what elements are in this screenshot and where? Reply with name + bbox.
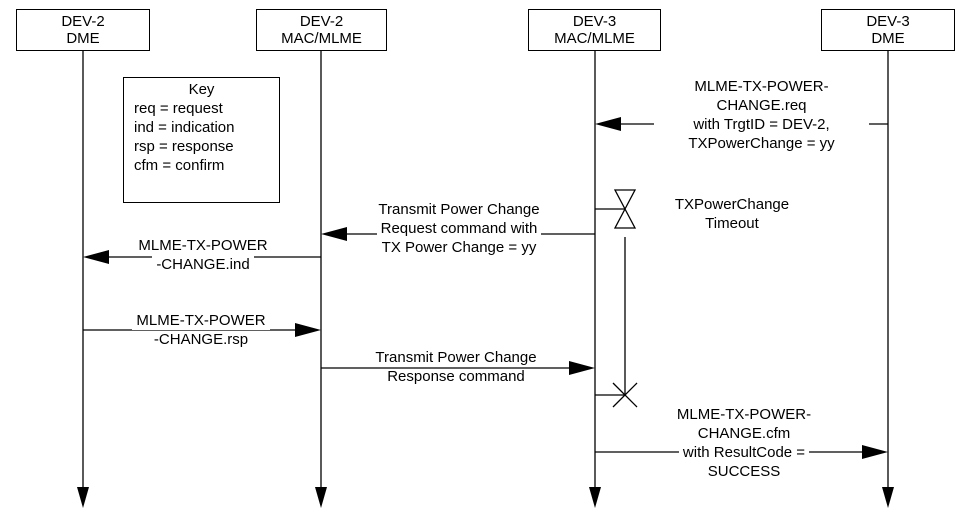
key-row: cfm = confirm — [134, 157, 225, 174]
entity-dev3-dme: DEV-3 DME — [821, 9, 955, 51]
entity-dev2-dme: DEV-2 DME — [16, 9, 150, 51]
label-line: Transmit Power Change — [378, 201, 540, 218]
lifeline-end-arrow — [589, 487, 601, 508]
label-line: TXPowerChange = yy — [688, 135, 835, 152]
label-line: CHANGE.cfm — [697, 425, 791, 442]
label-change-ind: MLME-TX-POWER -CHANGE.ind — [110, 236, 296, 274]
label-request-cmd: Transmit Power Change Request command wi… — [348, 200, 570, 257]
label-line: with TrgtID = DEV-2, — [654, 115, 869, 134]
entity-name: DEV-3 — [572, 13, 617, 30]
label-line: Response command — [387, 368, 525, 385]
label-line: MLME-TX-POWER — [138, 237, 268, 254]
label-line: Timeout — [705, 215, 759, 232]
label-line: MLME-TX-POWER- — [694, 78, 829, 95]
label-line: TX Power Change = yy — [381, 239, 537, 256]
label-line: with ResultCode = — [678, 443, 810, 462]
label-line: Transmit Power Change — [371, 348, 541, 367]
entity-dev3-mac-mlme: DEV-3 MAC/MLME — [528, 9, 661, 51]
key-row: req = request — [134, 100, 223, 117]
hourglass-timer-icon — [613, 189, 637, 229]
timer-cancel-x-icon — [612, 382, 638, 408]
arrowhead-change-ind — [83, 250, 109, 264]
label-line: SUCCESS — [707, 463, 781, 480]
entity-role: DME — [871, 30, 905, 47]
entity-role: MAC/MLME — [554, 30, 635, 47]
entity-role: DME — [66, 30, 100, 47]
label-line: MLME-TX-POWER- — [676, 406, 812, 423]
key-row: ind = indication — [134, 119, 235, 136]
label-timer: TXPowerChange Timeout — [652, 195, 812, 233]
entity-name: DEV-3 — [866, 13, 910, 30]
key-row: rsp = response — [134, 138, 234, 155]
lifeline-end-arrow — [315, 487, 327, 508]
label-line: Request command with — [376, 219, 542, 238]
label-line: -CHANGE.rsp — [153, 331, 249, 348]
label-line: TXPowerChange — [674, 196, 790, 213]
label-change-req: MLME-TX-POWER- CHANGE.req with TrgtID = … — [654, 77, 869, 153]
arrowhead-response-cmd — [569, 361, 595, 375]
arrowhead-change-cfm — [862, 445, 888, 459]
key-title: Key — [188, 81, 215, 98]
arrowhead-request-cmd — [321, 227, 347, 241]
key-legend: Key req = request ind = indication rsp =… — [123, 77, 280, 203]
entity-role: MAC/MLME — [281, 30, 362, 47]
label-change-rsp: MLME-TX-POWER -CHANGE.rsp — [108, 311, 294, 349]
arrowhead-change-rsp — [295, 323, 321, 337]
lifeline-end-arrow — [77, 487, 89, 508]
entity-dev2-mac-mlme: DEV-2 MAC/MLME — [256, 9, 387, 51]
label-change-cfm: MLME-TX-POWER- CHANGE.cfm with ResultCod… — [639, 405, 849, 481]
entity-name: DEV-2 — [61, 13, 105, 30]
arrowhead-change-req — [595, 117, 621, 131]
label-line: -CHANGE.ind — [152, 255, 254, 274]
label-line: CHANGE.req — [716, 97, 807, 114]
lifeline-end-arrow — [882, 487, 894, 508]
label-line: MLME-TX-POWER — [132, 311, 270, 330]
label-response-cmd: Transmit Power Change Response command — [345, 348, 567, 386]
entity-name: DEV-2 — [299, 13, 344, 30]
